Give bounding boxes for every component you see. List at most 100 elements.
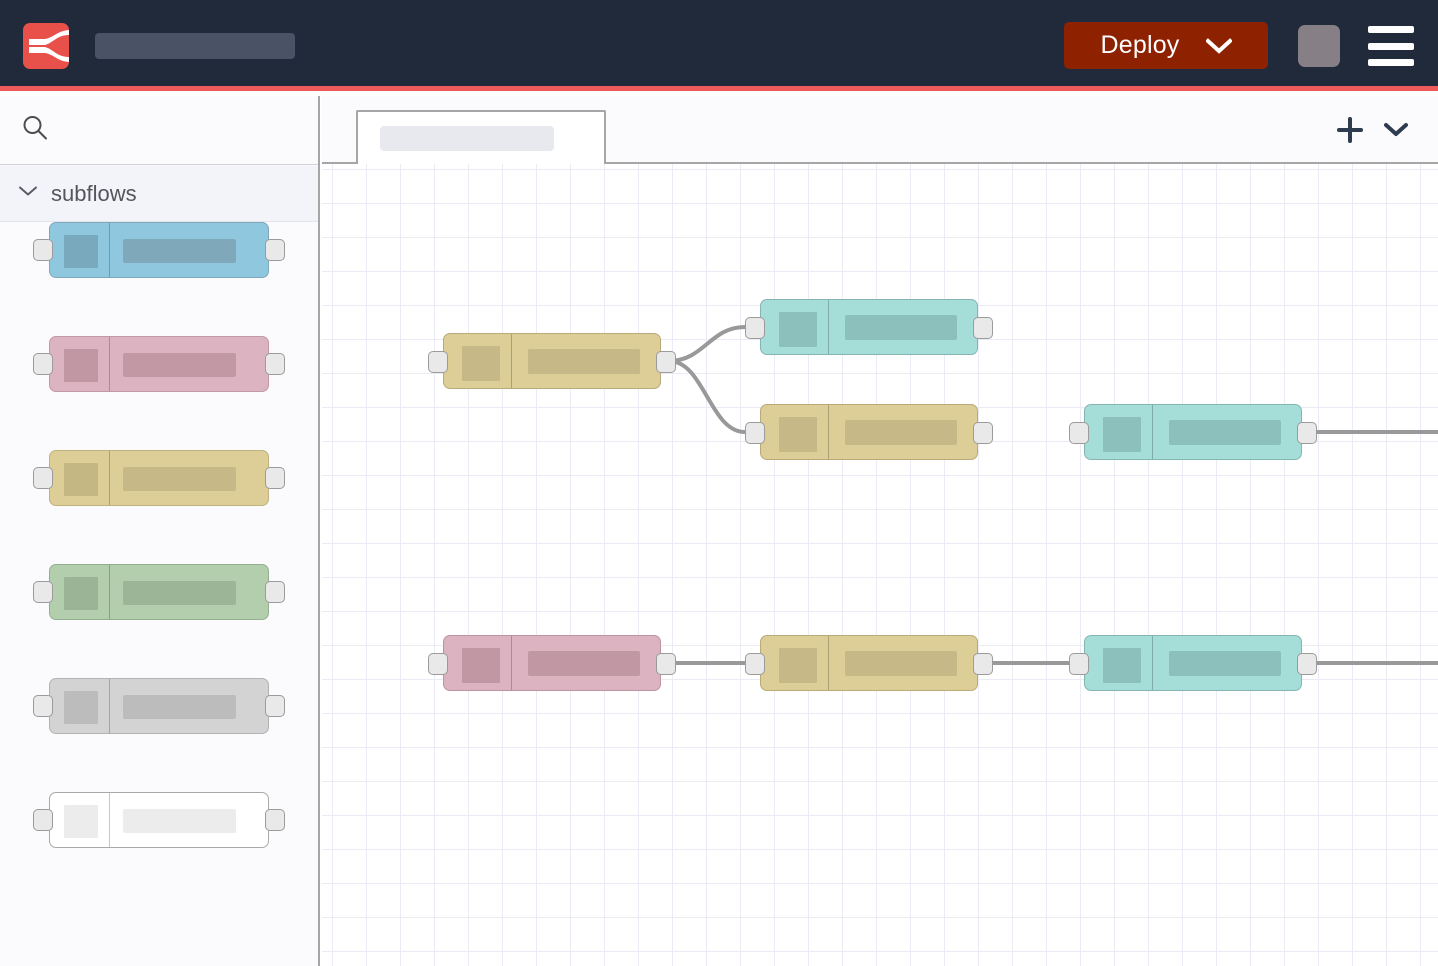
node-output-port[interactable] <box>265 809 285 831</box>
search-icon <box>20 113 50 148</box>
plus-icon <box>1337 117 1363 143</box>
node-red-logo-icon[interactable] <box>23 23 69 69</box>
node-input-port[interactable] <box>33 239 53 261</box>
flow-node-yellow-bot[interactable] <box>745 635 993 691</box>
flow-list-menu-button[interactable] <box>1378 112 1414 148</box>
node-icon-divider <box>828 300 829 354</box>
node-input-port[interactable] <box>33 467 53 489</box>
page-title <box>95 33 295 59</box>
node-output-port[interactable] <box>973 422 993 444</box>
app-header: Deploy <box>0 0 1438 91</box>
node-label <box>528 349 640 374</box>
node-icon-divider <box>828 405 829 459</box>
node-icon-divider <box>1152 405 1153 459</box>
node-icon-divider <box>511 334 512 388</box>
node-input-port[interactable] <box>1069 653 1089 675</box>
node-output-port[interactable] <box>973 317 993 339</box>
flow-node-cyan-bot[interactable] <box>1069 635 1317 691</box>
node-output-port[interactable] <box>1297 653 1317 675</box>
node-icon-divider <box>109 793 110 847</box>
node-type-icon <box>462 648 500 683</box>
node-label <box>123 353 236 377</box>
palette-category-label: subflows <box>51 180 137 206</box>
chevron-down-icon <box>1384 123 1408 136</box>
flow-workspace <box>322 96 1438 966</box>
node-type-icon <box>64 691 98 724</box>
palette-node-3[interactable] <box>33 450 285 506</box>
wire-n1-n3[interactable] <box>668 359 746 434</box>
palette-node-5[interactable] <box>33 678 285 734</box>
node-output-port[interactable] <box>265 239 285 261</box>
node-icon-divider <box>109 565 110 619</box>
node-type-icon <box>779 417 817 452</box>
node-label <box>123 695 236 719</box>
node-input-port[interactable] <box>745 422 765 444</box>
flow-node-cyan-mid[interactable] <box>1069 404 1317 460</box>
node-label <box>845 420 957 445</box>
node-type-icon <box>462 346 500 381</box>
node-type-icon <box>779 648 817 683</box>
flow-node-inject[interactable] <box>428 333 676 389</box>
node-type-icon <box>64 349 98 382</box>
node-type-icon <box>64 235 98 268</box>
menu-bar-2 <box>1368 42 1414 50</box>
deploy-button-label: Deploy <box>1100 31 1180 59</box>
node-label <box>845 315 957 340</box>
node-output-port[interactable] <box>656 653 676 675</box>
node-input-port[interactable] <box>745 317 765 339</box>
flow-tab-1[interactable] <box>356 110 606 166</box>
node-type-icon <box>1103 417 1141 452</box>
node-output-port[interactable] <box>265 353 285 375</box>
avatar[interactable] <box>1298 25 1340 67</box>
node-output-port[interactable] <box>265 695 285 717</box>
wire-n1-n2[interactable] <box>668 325 746 363</box>
node-input-port[interactable] <box>33 353 53 375</box>
node-icon-divider <box>828 636 829 690</box>
menu-bar-1 <box>1368 26 1414 33</box>
add-flow-button[interactable] <box>1332 112 1368 148</box>
node-input-port[interactable] <box>428 351 448 373</box>
node-input-port[interactable] <box>33 809 53 831</box>
palette-node-6[interactable] <box>33 792 285 848</box>
node-type-icon <box>64 463 98 496</box>
node-input-port[interactable] <box>1069 422 1089 444</box>
flow-node-cyan-top[interactable] <box>745 299 993 355</box>
node-label <box>123 467 236 491</box>
chevron-down-icon <box>1205 37 1232 54</box>
node-icon-divider <box>511 636 512 690</box>
hamburger-menu-icon[interactable] <box>1368 26 1414 66</box>
palette-node-4[interactable] <box>33 564 285 620</box>
deploy-button[interactable]: Deploy <box>1064 22 1268 69</box>
flow-tab-bar <box>322 96 1438 166</box>
node-type-icon <box>1103 648 1141 683</box>
flow-tab-label <box>380 126 554 151</box>
node-output-port[interactable] <box>656 351 676 373</box>
node-type-icon <box>779 312 817 347</box>
node-output-port[interactable] <box>265 467 285 489</box>
node-input-port[interactable] <box>33 581 53 603</box>
palette-sidebar: subflows <box>0 96 320 966</box>
node-icon-divider <box>1152 636 1153 690</box>
node-output-port[interactable] <box>1297 422 1317 444</box>
flow-node-pink[interactable] <box>428 635 676 691</box>
node-label <box>845 651 957 676</box>
flow-canvas[interactable] <box>322 164 1438 966</box>
node-label <box>123 581 236 605</box>
node-icon-divider <box>109 451 110 505</box>
wire-layer <box>668 325 1438 665</box>
search-input[interactable] <box>0 96 318 165</box>
node-label <box>123 239 236 263</box>
node-type-icon <box>64 577 98 610</box>
node-icon-divider <box>109 337 110 391</box>
node-label <box>1169 651 1281 676</box>
node-label <box>528 651 640 676</box>
node-output-port[interactable] <box>973 653 993 675</box>
palette-node-2[interactable] <box>33 336 285 392</box>
node-input-port[interactable] <box>428 653 448 675</box>
node-input-port[interactable] <box>745 653 765 675</box>
flow-node-yellow-mid[interactable] <box>745 404 993 460</box>
palette-category-subflows[interactable]: subflows <box>0 166 318 222</box>
node-input-port[interactable] <box>33 695 53 717</box>
node-output-port[interactable] <box>265 581 285 603</box>
palette-node-1[interactable] <box>33 222 285 278</box>
